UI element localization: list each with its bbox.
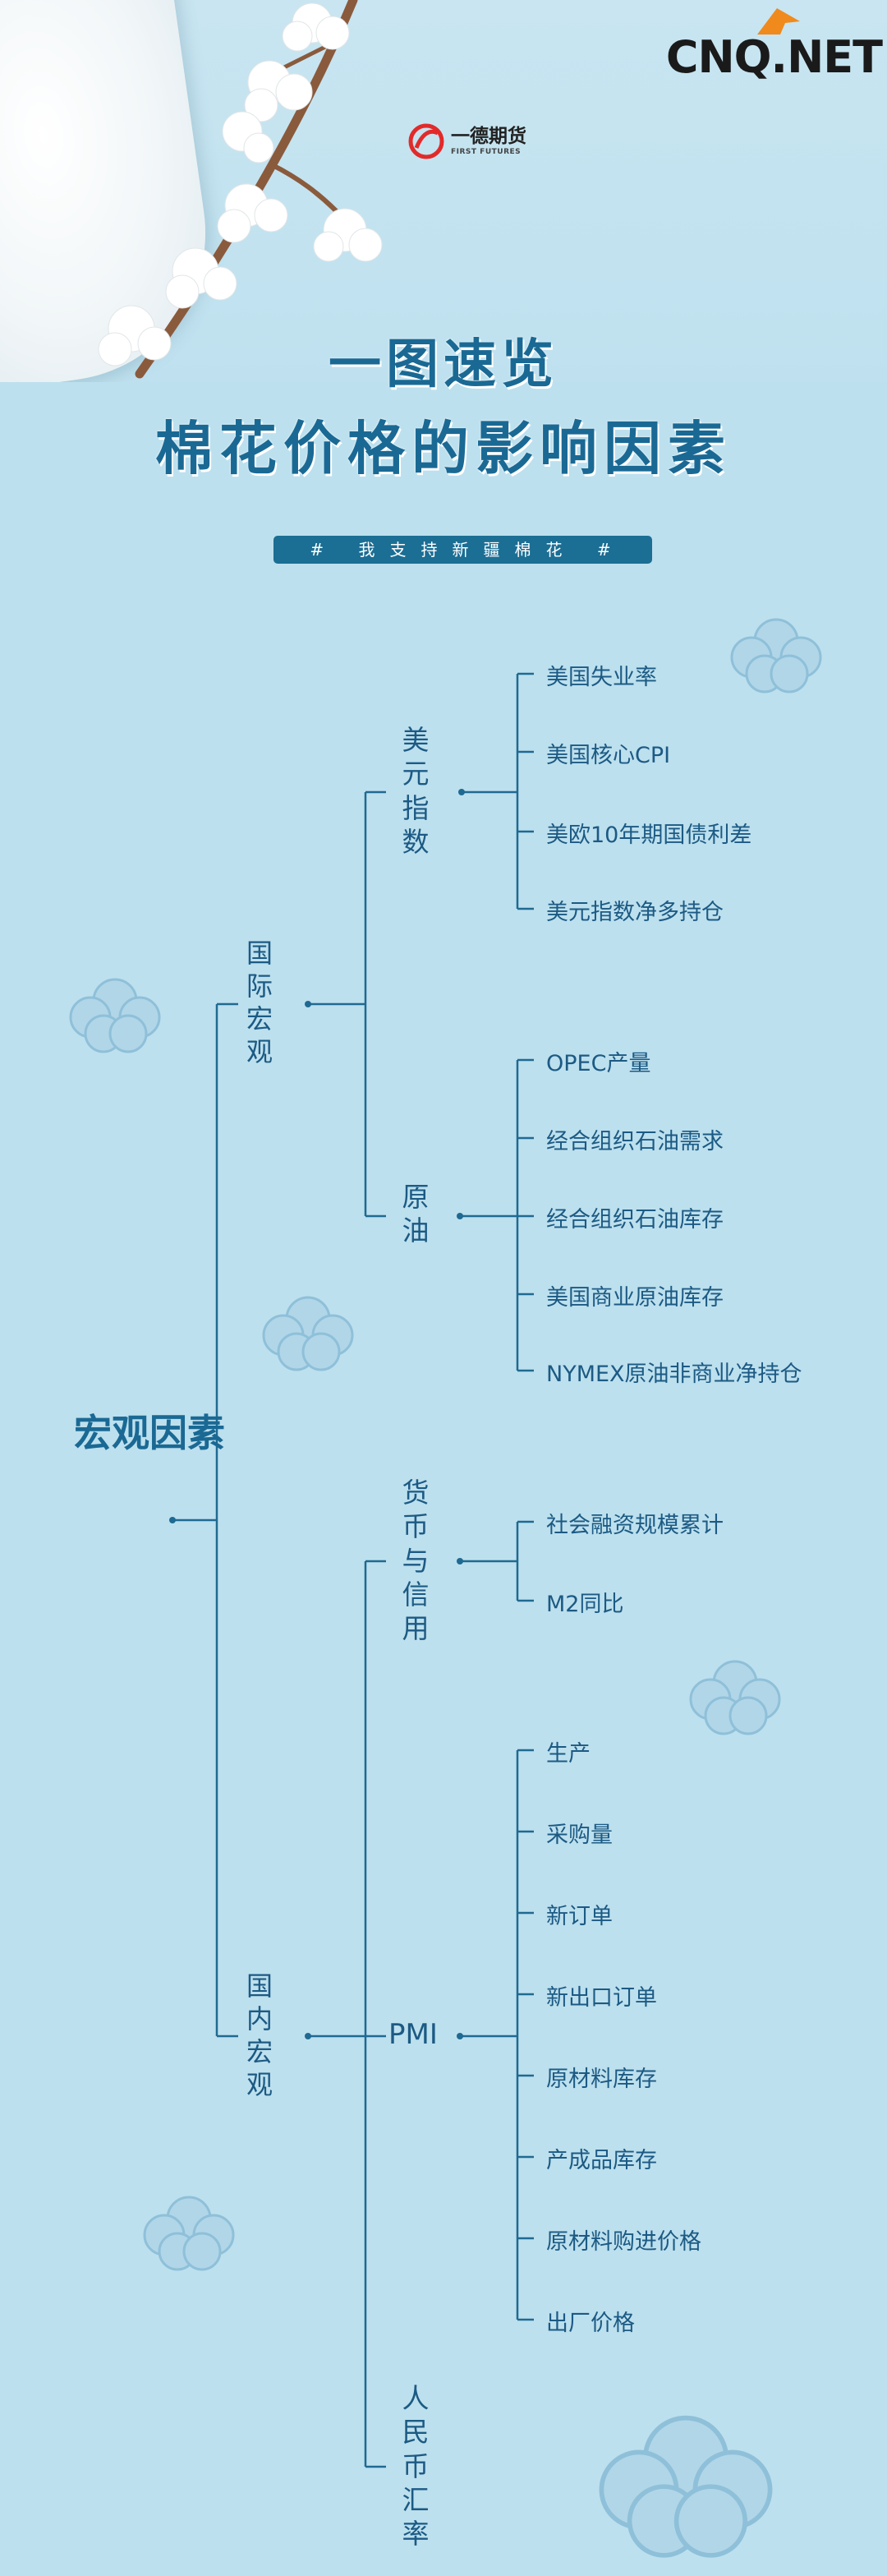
firm-name-en: FIRST FUTURES	[451, 147, 522, 156]
leaf-node: 产成品库存	[546, 2148, 657, 2173]
site-logo-icon	[752, 5, 805, 41]
leaf-node: NYMEX原油非商业净持仓	[546, 1362, 802, 1387]
node-usd-index: 美元指数	[402, 724, 430, 858]
title-line-1: 一图速览	[329, 334, 558, 395]
root-node: 宏观因素	[74, 1411, 225, 1455]
leaf-node: 原材料库存	[546, 2067, 657, 2092]
leaf-node: 社会融资规模累计	[546, 1513, 724, 1538]
title-line-2: 棉花价格的影响因素	[155, 415, 732, 482]
leaf-node: 经合组织石油需求	[546, 1129, 724, 1154]
leaf-node: M2同比	[546, 1592, 624, 1617]
leaf-node: 原材料购进价格	[546, 2229, 701, 2255]
site-logo: CNQ.NET	[665, 31, 883, 83]
hashtag-badge: # 我支持新疆棉花 #	[273, 536, 652, 564]
firm-logo-icon	[408, 123, 444, 159]
leaf-node: 采购量	[546, 1823, 613, 1848]
leaf-node: 经合组织石油库存	[546, 1207, 724, 1233]
leaf-node: 新订单	[546, 1904, 613, 1929]
hero-photo: CNQ.NET 一德期货 FIRST FUTURES	[0, 0, 887, 382]
leaf-node: 美欧10年期国债利差	[546, 823, 752, 848]
leaf-node: 生产	[546, 1741, 591, 1767]
leaf-node: 新出口订单	[546, 1985, 657, 2011]
node-international: 国际宏观	[246, 938, 273, 1067]
node-money-credit: 货币与信用	[402, 1477, 430, 1644]
node-pmi: PMI	[388, 2018, 438, 2051]
leaf-node: 美元指数净多持仓	[546, 900, 724, 925]
leaf-node: 美国商业原油库存	[546, 1285, 724, 1311]
firm-name-cn: 一德期货	[451, 125, 526, 147]
node-rmb-rate: 人民币汇率	[402, 2382, 430, 2550]
leaf-node: 美国失业率	[546, 665, 657, 690]
node-crude-oil: 原油	[402, 1181, 430, 1247]
leaf-node: 美国核心CPI	[546, 743, 671, 768]
leaf-node: 出厂价格	[546, 2311, 635, 2336]
cotton-branch-image	[98, 0, 383, 379]
node-domestic: 国内宏观	[246, 1970, 273, 2100]
firm-logo: 一德期货 FIRST FUTURES	[408, 123, 526, 159]
leaf-node: OPEC产量	[546, 1051, 651, 1076]
